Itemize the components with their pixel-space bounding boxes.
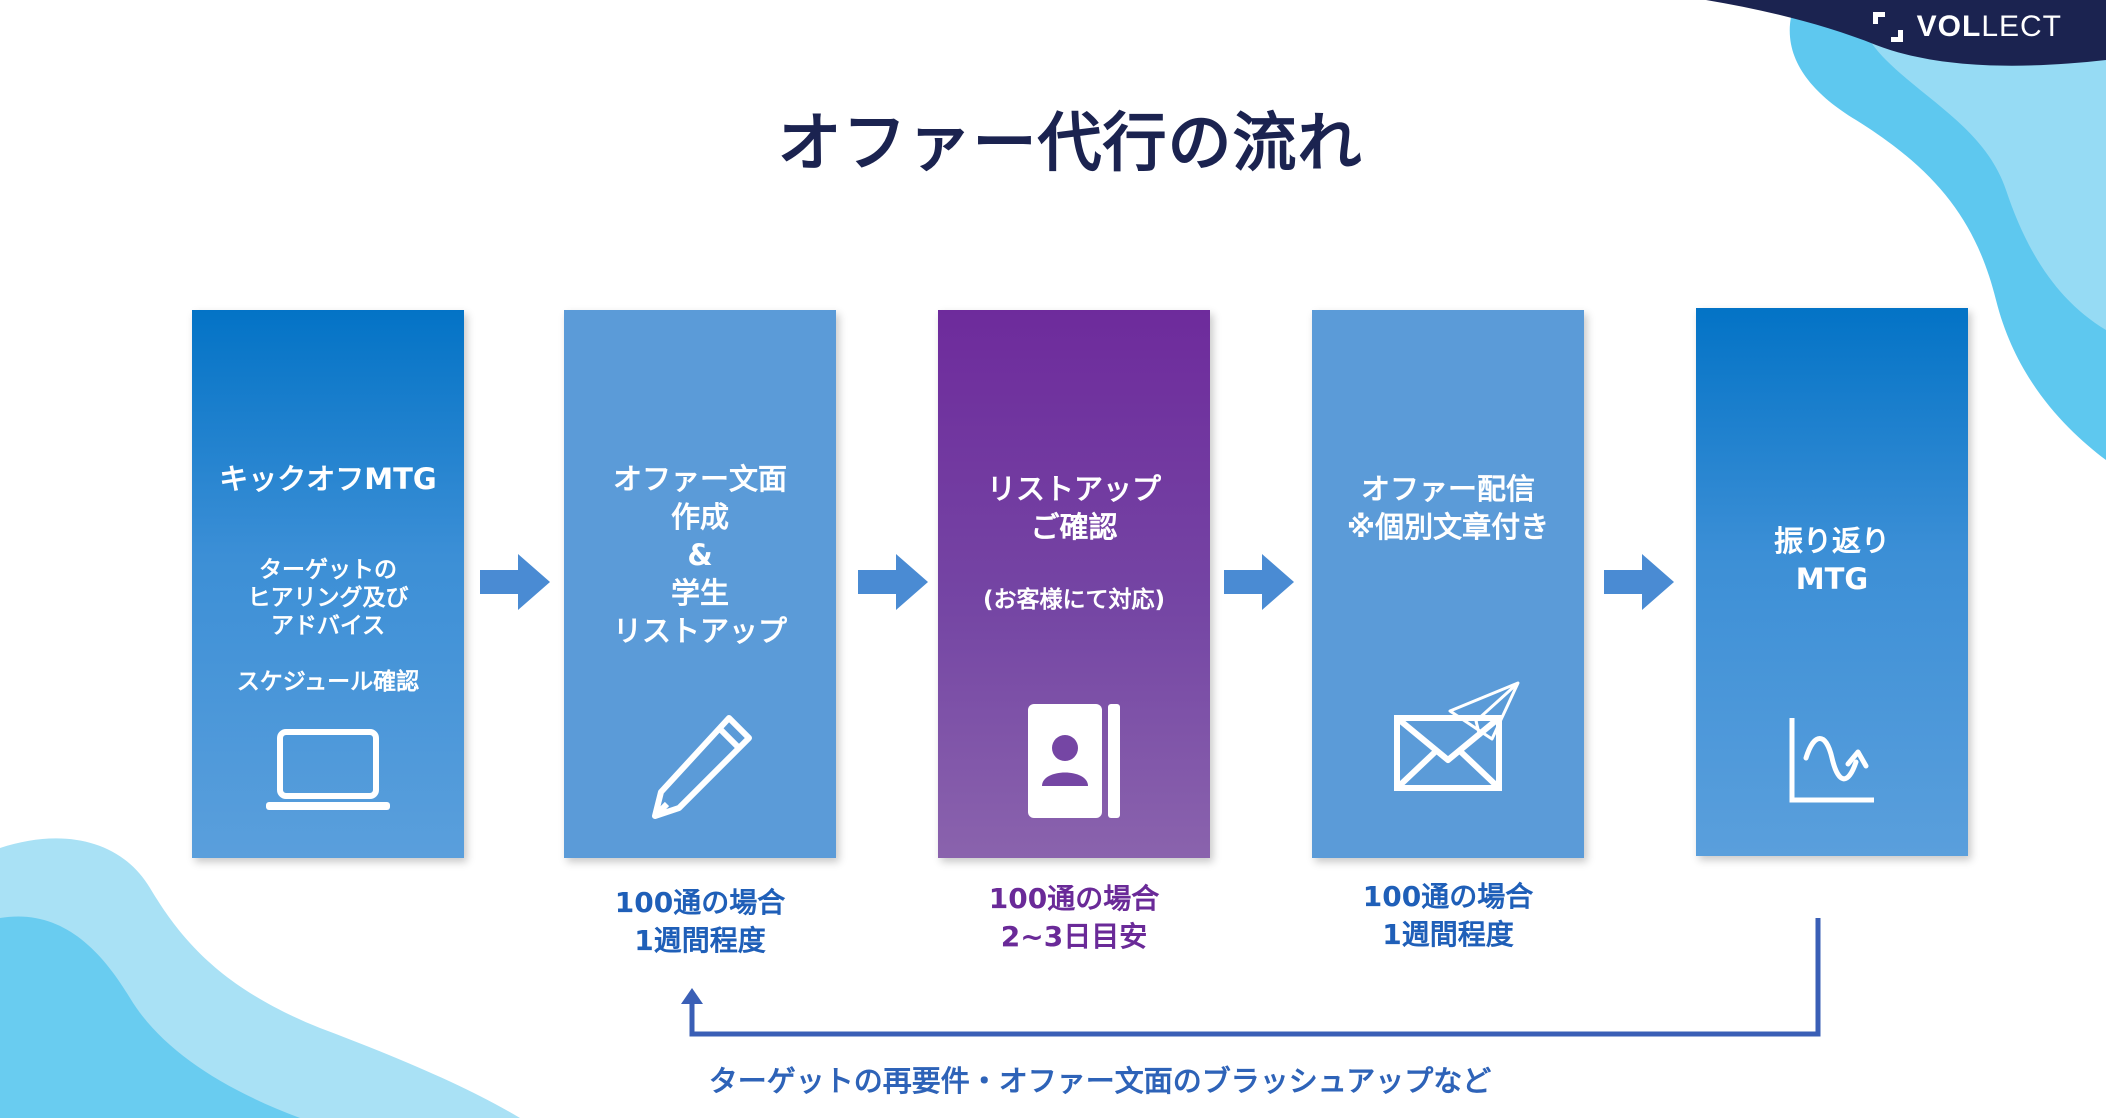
chart-icon xyxy=(1789,718,1874,803)
step-card-offer-writing: オファー文面 作成 & 学生 リストアップ xyxy=(564,310,836,858)
flow-arrow-icon xyxy=(858,554,928,610)
duration-note: 100通の場合 1週間程度 xyxy=(564,884,836,960)
brand-name-bold: VOL xyxy=(1916,10,1982,43)
step-title: オファー配信 xyxy=(1360,472,1535,506)
laptop-icon xyxy=(266,729,390,810)
page-title: オファー代行の流れ xyxy=(777,107,1363,181)
step-sub-line: アドバイス xyxy=(270,613,386,639)
duration-note: 100通の場合 1週間程度 xyxy=(1312,878,1584,954)
brand-logo: VOLLECT xyxy=(1871,10,2062,44)
step-sub-line: ヒアリング及び xyxy=(247,585,409,611)
step-card-review-mtg: 振り返り MTG xyxy=(1696,308,1968,856)
flow-arrow-icon xyxy=(480,554,550,610)
step-title: オファー文面 xyxy=(612,462,787,496)
flow-arrow-icon xyxy=(1604,554,1674,610)
decorative-wave-top-right xyxy=(1706,0,2106,460)
duration-note-line: 100通の場合 xyxy=(614,886,786,919)
step-sub-line: ターゲットの xyxy=(259,557,397,583)
step-card-list-confirm: リストアップ ご確認 (お客様にて対応) xyxy=(938,310,1210,858)
step-title: MTG xyxy=(1795,562,1869,596)
duration-note-line: 100通の場合 xyxy=(1362,880,1534,913)
step-card-offer-delivery: オファー配信 ※個別文章付き xyxy=(1312,310,1584,858)
pencil-icon xyxy=(652,715,752,819)
step-title: キックオフMTG xyxy=(219,462,437,496)
step-title: ご確認 xyxy=(1030,510,1118,544)
brand-name-light: LECT xyxy=(1981,10,2062,43)
step-title: 振り返り xyxy=(1773,524,1890,558)
duration-note: 100通の場合 2~3日目安 xyxy=(938,880,1210,956)
duration-note-line: 1週間程度 xyxy=(634,924,766,957)
feedback-caption: ターゲットの再要件・オファー文面のブラッシュアップなど xyxy=(708,1064,1492,1098)
logo-mark-icon xyxy=(1872,12,1903,42)
step-title: ※個別文章付き xyxy=(1346,510,1550,544)
duration-note-line: 100通の場合 xyxy=(988,882,1160,915)
step-title: リストアップ xyxy=(986,472,1161,506)
step-sub-line: (お客様にて対応) xyxy=(982,587,1166,613)
step-title: 学生 xyxy=(670,576,729,610)
flow-arrow-icon xyxy=(1224,554,1294,610)
step-title: リストアップ xyxy=(612,614,787,648)
mail-icon xyxy=(1394,715,1502,791)
step-sub-line: スケジュール確認 xyxy=(236,669,420,695)
duration-note-line: 1週間程度 xyxy=(1382,918,1514,951)
step-card-kickoff: キックオフMTG ターゲットの ヒアリング及び アドバイス スケジュール確認 xyxy=(192,310,464,858)
step-title: 作成 xyxy=(670,500,729,534)
brand-name: VOLLECT xyxy=(1917,10,2062,44)
duration-note-line: 2~3日目安 xyxy=(1000,920,1148,953)
step-title: & xyxy=(687,538,713,572)
decorative-wave-bottom-left xyxy=(0,838,520,1118)
contact-book-icon xyxy=(1028,704,1120,818)
